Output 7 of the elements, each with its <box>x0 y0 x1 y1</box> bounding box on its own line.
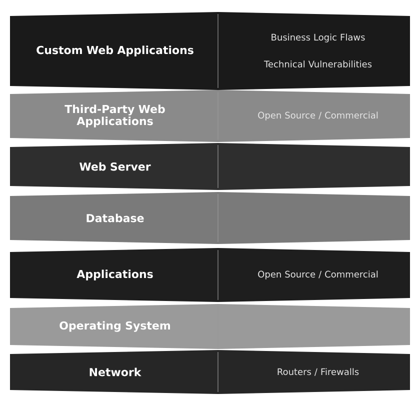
layer-band: Third-Party Web Applications Open Source / Commercial <box>10 90 410 142</box>
layer-band: Custom Web Applications Business Logic Flaws Technical Vulnerabilities <box>10 12 410 90</box>
layer-band: Database <box>10 192 410 244</box>
layer-band: Network Routers / Firewalls <box>10 350 410 394</box>
layer-band: Operating System <box>10 304 410 349</box>
layer-band: Applications Open Source / Commercial <box>10 248 410 302</box>
layer-band: Web Server <box>10 143 410 190</box>
